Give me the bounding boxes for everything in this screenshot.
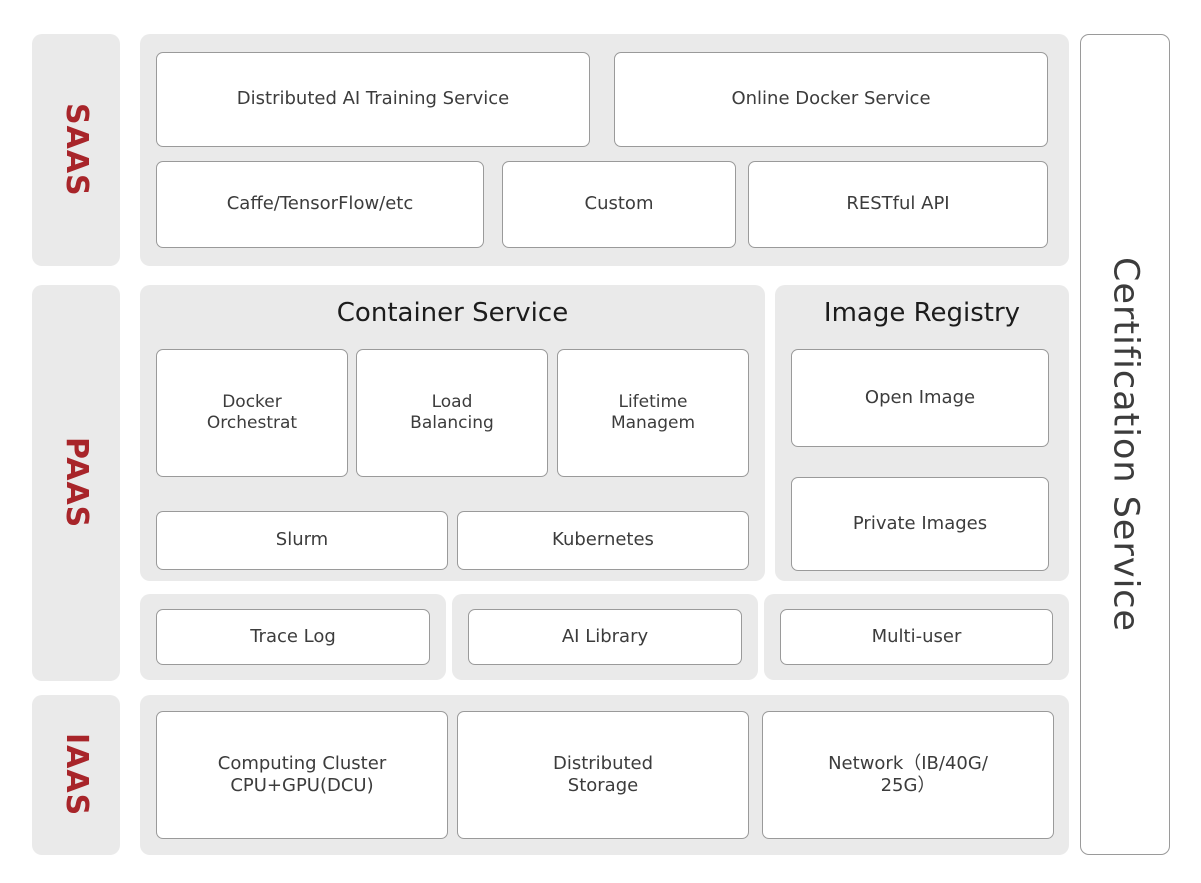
container-service-title: Container Service xyxy=(336,298,569,328)
card-multi-user[interactable]: Multi-user xyxy=(780,609,1053,665)
card-distributed-ai-training-service[interactable]: Distributed AI Training Service xyxy=(156,52,590,147)
certification-service-label: Certification Service xyxy=(1105,256,1146,633)
card-custom[interactable]: Custom xyxy=(502,161,736,248)
card-distributed-storage[interactable]: Distributed Storage xyxy=(457,711,749,839)
tier-label-paas: PAAS xyxy=(32,285,120,681)
tier-label-paas-text: PAAS xyxy=(59,437,94,529)
card-load-balancing[interactable]: Load Balancing xyxy=(356,349,548,477)
card-docker-orchestrat[interactable]: Docker Orchestrat xyxy=(156,349,348,477)
tier-label-iaas: IAAS xyxy=(32,695,120,855)
certification-service-panel[interactable]: Certification Service xyxy=(1080,34,1170,855)
card-restful-api[interactable]: RESTful API xyxy=(748,161,1048,248)
tier-label-iaas-text: IAAS xyxy=(59,733,94,817)
card-open-image[interactable]: Open Image xyxy=(791,349,1049,447)
card-private-images[interactable]: Private Images xyxy=(791,477,1049,571)
tier-label-saas-text: SAAS xyxy=(59,103,94,197)
card-caffe-tensorflow-etc[interactable]: Caffe/TensorFlow/etc xyxy=(156,161,484,248)
card-kubernetes[interactable]: Kubernetes xyxy=(457,511,749,570)
card-slurm[interactable]: Slurm xyxy=(156,511,448,570)
image-registry-title: Image Registry xyxy=(823,298,1021,328)
card-network[interactable]: Network（IB/40G/ 25G） xyxy=(762,711,1054,839)
card-trace-log[interactable]: Trace Log xyxy=(156,609,430,665)
card-computing-cluster[interactable]: Computing Cluster CPU+GPU(DCU) xyxy=(156,711,448,839)
card-online-docker-service[interactable]: Online Docker Service xyxy=(614,52,1048,147)
card-lifetime-managem[interactable]: Lifetime Managem xyxy=(557,349,749,477)
tier-label-saas: SAAS xyxy=(32,34,120,266)
card-ai-library[interactable]: AI Library xyxy=(468,609,742,665)
